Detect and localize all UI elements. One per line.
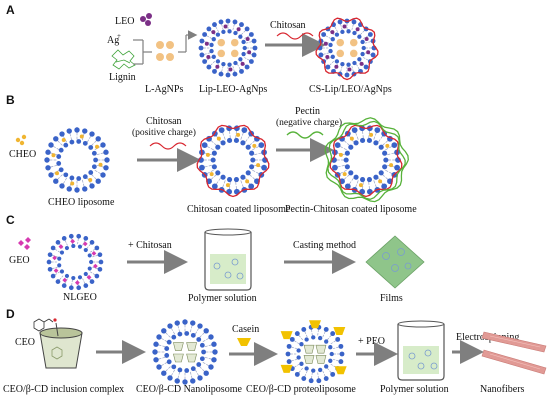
l-agnps-label: L-AgNPs	[145, 84, 183, 95]
pectin-label: Pectin	[295, 106, 320, 117]
cheo-liposome-label: CHEO liposome	[48, 197, 115, 208]
nlgeo-label: NLGEO	[63, 292, 97, 303]
polymer-solution-label-d: Polymer solution	[380, 384, 449, 395]
pectin-coated-label: Pectin-Chitosan coated liposome	[285, 204, 417, 215]
lignin-label: Lignin	[109, 72, 136, 83]
proteoliposome	[280, 320, 347, 384]
chitosan-label-a: Chitosan	[270, 20, 306, 31]
inclusion-complex-label: CEO/β-CD inclusion complex	[3, 384, 124, 395]
lignin-scribble-icon	[111, 49, 136, 70]
pectin-chitosan-liposome	[324, 117, 409, 203]
pectin-charge-label: (negative charge)	[276, 117, 342, 128]
leo-dots	[140, 13, 152, 26]
chitosan-charge-label: (positive charge)	[132, 127, 196, 138]
lip-leo-agnps-liposome	[198, 18, 258, 78]
beaker-icon-d	[397, 320, 445, 381]
chitosan-strand-b-icon	[149, 142, 187, 150]
cyclodextrin-cup-icon	[39, 322, 83, 369]
films-label: Films	[380, 293, 403, 304]
panel-b-letter: B	[6, 93, 15, 107]
nanofibers-label: Nanofibers	[480, 384, 525, 395]
svg-text:Ag: Ag	[107, 35, 119, 46]
chitosan-coated-label: Chitosan coated liposome	[187, 204, 291, 215]
svg-text:+: +	[117, 32, 121, 40]
cs-lip-label: CS-Lip/LEO/AgNps	[309, 84, 392, 95]
proteoliposome-label: CEO/β-CD proteoliposome	[246, 384, 356, 395]
geo-label: GEO	[9, 255, 30, 266]
chitosan-label-b: Chitosan	[146, 116, 182, 127]
cheo-dots	[15, 134, 27, 146]
ag-label: Ag +	[107, 32, 121, 46]
nlgeo-liposome	[46, 233, 104, 291]
plus-chitosan-label: + Chitosan	[128, 240, 172, 251]
casein-label: Casein	[232, 324, 259, 335]
nanoliposome	[152, 319, 218, 385]
l-agnps-icon	[156, 41, 174, 61]
nanofibers-icon	[481, 331, 547, 375]
cs-lip-liposome	[315, 17, 379, 81]
lip-leo-agnps-label: Lip-LEO-AgNps	[199, 84, 267, 95]
cheo-label: CHEO	[9, 149, 36, 160]
polymer-solution-label-c: Polymer solution	[188, 293, 257, 304]
pectin-strand-icon	[286, 131, 324, 139]
panel-d-letter: D	[6, 307, 15, 321]
geo-dots	[18, 237, 31, 250]
ceo-molecule-icon	[33, 318, 57, 332]
casting-label: Casting method	[293, 240, 356, 251]
beaker-icon-c	[204, 228, 252, 291]
chitosan-strand-icon	[276, 32, 314, 40]
nanoliposome-label: CEO/β-CD Nanoliposome	[136, 384, 242, 395]
panel-a-letter: A	[6, 3, 15, 17]
panel-a-join-lines	[133, 39, 152, 65]
plus-peo-label: + PEO	[358, 336, 385, 347]
chitosan-coated-liposome	[196, 124, 270, 198]
panel-a-arrow-1	[178, 30, 198, 53]
casein-icon	[237, 338, 251, 346]
panel-c-letter: C	[6, 213, 15, 227]
leo-label: LEO	[115, 16, 134, 27]
ceo-label: CEO	[15, 337, 35, 348]
film-icon	[365, 235, 425, 289]
cheo-liposome	[44, 127, 110, 193]
